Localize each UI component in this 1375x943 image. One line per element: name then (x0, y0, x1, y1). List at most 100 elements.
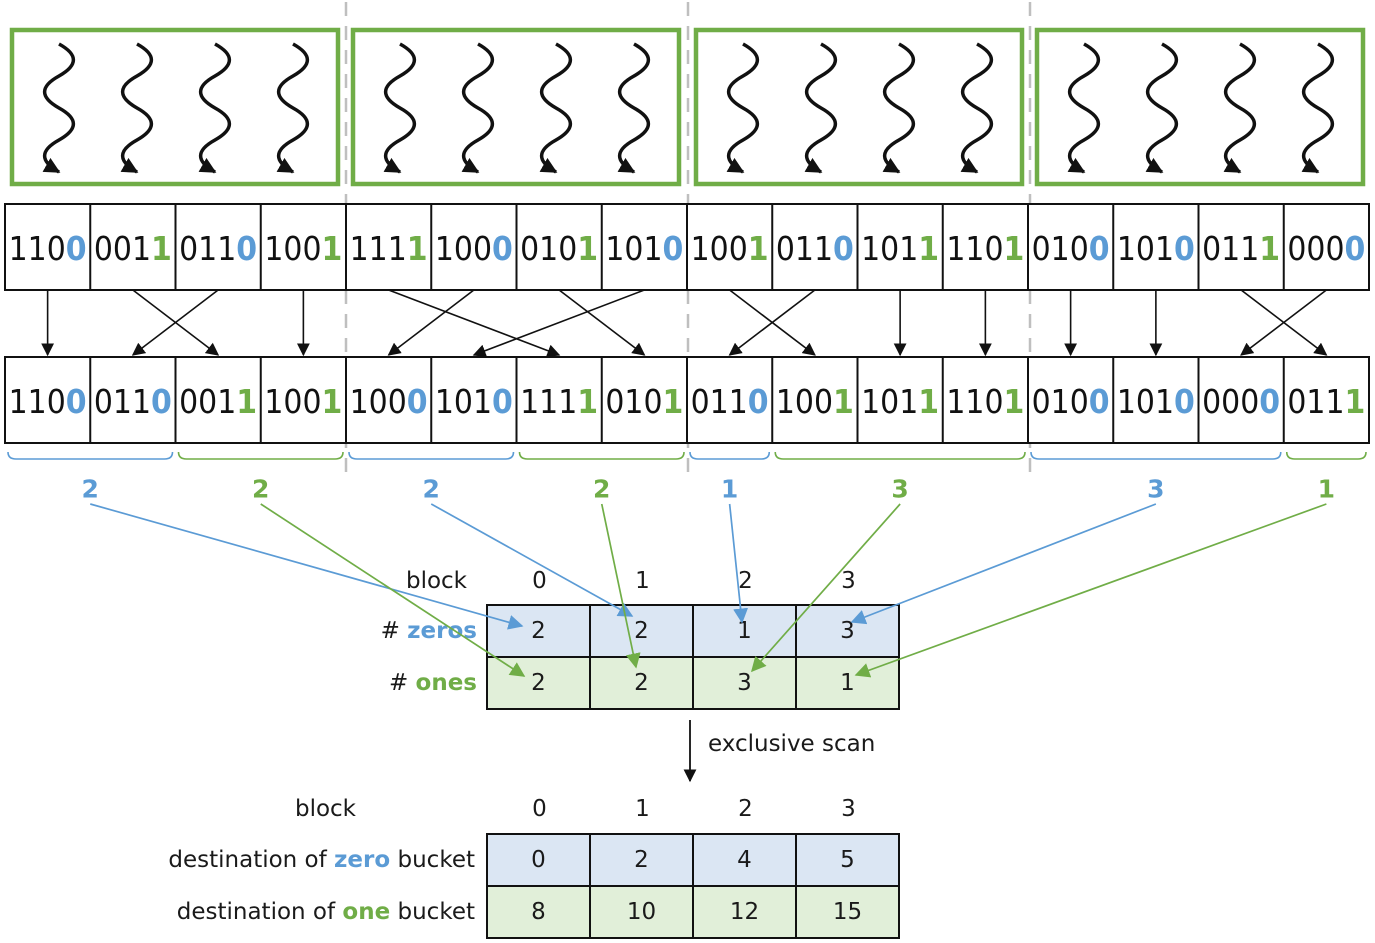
key-cell: 1101 (946, 382, 1024, 421)
move-arrow (131, 289, 219, 356)
wavy-down-arrow-icon (120, 42, 154, 174)
zeros-count-cell: 2 (531, 618, 546, 644)
block-column-header: 1 (635, 568, 650, 594)
move-arrow (728, 289, 816, 356)
key-cell: 1001 (264, 382, 342, 421)
bucket-brace (774, 451, 1026, 460)
bucket-brace (518, 451, 685, 460)
ones-count-cell: 1 (840, 670, 855, 696)
bucket-count-label: 2 (252, 475, 269, 504)
key-cell: 0100 (1032, 229, 1110, 268)
thread-blocks (9, 27, 1366, 187)
wavy-down-arrow-icon (882, 42, 916, 174)
thread-block (9, 27, 341, 187)
thread-block-frame (9, 27, 341, 187)
one-destination-cell: 10 (627, 899, 656, 925)
wavy-down-arrow-icon (461, 42, 495, 174)
exclusive-scan-step: exclusive scan (683, 720, 875, 783)
zeros-count-cell: 2 (634, 618, 649, 644)
bucket-brace (7, 451, 174, 460)
key-cell: 1011 (861, 229, 939, 268)
bucket-count-label: 1 (1318, 475, 1335, 504)
exclusive-scan-label: exclusive scan (708, 731, 875, 757)
thread-block (1034, 27, 1366, 187)
key-cell: 1001 (776, 382, 854, 421)
wavy-down-arrow-icon (1223, 42, 1257, 174)
key-cell: 0110 (691, 382, 769, 421)
one-count-arrow (854, 503, 1327, 678)
one-destination-label: destination of one bucket (177, 899, 475, 925)
zeros-row-label: # zeros (381, 618, 477, 644)
bucket-brace (1285, 451, 1367, 460)
ones-count-cell: 2 (531, 670, 546, 696)
key-cell: 0011 (179, 382, 257, 421)
thread-block-frame (350, 27, 682, 187)
key-cell: 0011 (94, 229, 172, 268)
local-sort-arrows (41, 289, 1328, 357)
one-destination-cell: 12 (730, 899, 759, 925)
wavy-down-arrow-icon (42, 42, 76, 174)
key-cell: 1000 (435, 229, 513, 268)
wavy-down-arrow-icon (960, 42, 994, 174)
key-cell: 1010 (1117, 382, 1195, 421)
block-column-header: 0 (532, 568, 547, 594)
one-count-arrow (600, 503, 641, 669)
key-cell: 0110 (94, 382, 172, 421)
wavy-down-arrow-icon (617, 42, 651, 174)
zero-count-arrow (728, 503, 749, 624)
thread-block (350, 27, 682, 187)
ones-count-cell: 3 (737, 670, 752, 696)
key-cell: 1100 (9, 382, 87, 421)
bucket-count-label: 2 (593, 475, 610, 504)
key-cell: 1010 (605, 229, 683, 268)
bucket-count-label: 1 (721, 475, 738, 504)
one-count-arrow (751, 503, 901, 673)
wavy-down-arrow-icon (276, 42, 310, 174)
zeros-count-cell: 3 (840, 618, 855, 644)
key-cell: 1111 (520, 382, 598, 421)
wavy-down-arrow-icon (726, 42, 760, 174)
wavy-down-arrow-icon (804, 42, 838, 174)
key-cell: 1101 (946, 229, 1024, 268)
zero-destination-cell: 0 (531, 847, 546, 873)
block-row-label: block (406, 568, 468, 594)
bucket-count-label: 2 (82, 475, 99, 504)
wavy-down-arrow-icon (383, 42, 417, 174)
block-column-header: 1 (635, 796, 650, 822)
one-count-arrow (260, 503, 526, 677)
wavy-down-arrow-icon (1301, 42, 1335, 174)
move-arrow (387, 289, 475, 356)
key-cell: 1010 (435, 382, 513, 421)
zeros-count-cell: 1 (737, 618, 752, 644)
move-arrow (1240, 289, 1327, 356)
zero-count-arrow (430, 503, 634, 617)
bucket-brace (177, 451, 344, 460)
one-destination-cell: 8 (531, 899, 546, 925)
zero-destination-cell: 5 (840, 847, 855, 873)
thread-block-frame (693, 27, 1025, 187)
block-column-header: 2 (738, 796, 753, 822)
ones-count-cell: 2 (634, 670, 649, 696)
key-cell: 1011 (861, 382, 939, 421)
key-cell: 1001 (264, 229, 342, 268)
bucket-brace (1030, 451, 1282, 460)
thread-block-frame (1034, 27, 1366, 187)
one-destination-cell: 15 (833, 899, 862, 925)
wavy-down-arrow-icon (539, 42, 573, 174)
key-cell: 0111 (1202, 229, 1280, 268)
ones-row-label: # ones (389, 670, 477, 696)
key-cell: 1000 (350, 382, 428, 421)
key-cell: 0100 (1032, 382, 1110, 421)
move-arrow (472, 289, 645, 357)
wavy-down-arrow-icon (1145, 42, 1179, 174)
count-to-table-arrows (90, 503, 1327, 678)
key-cell: 1111 (350, 229, 428, 268)
key-cell: 0101 (605, 382, 683, 421)
